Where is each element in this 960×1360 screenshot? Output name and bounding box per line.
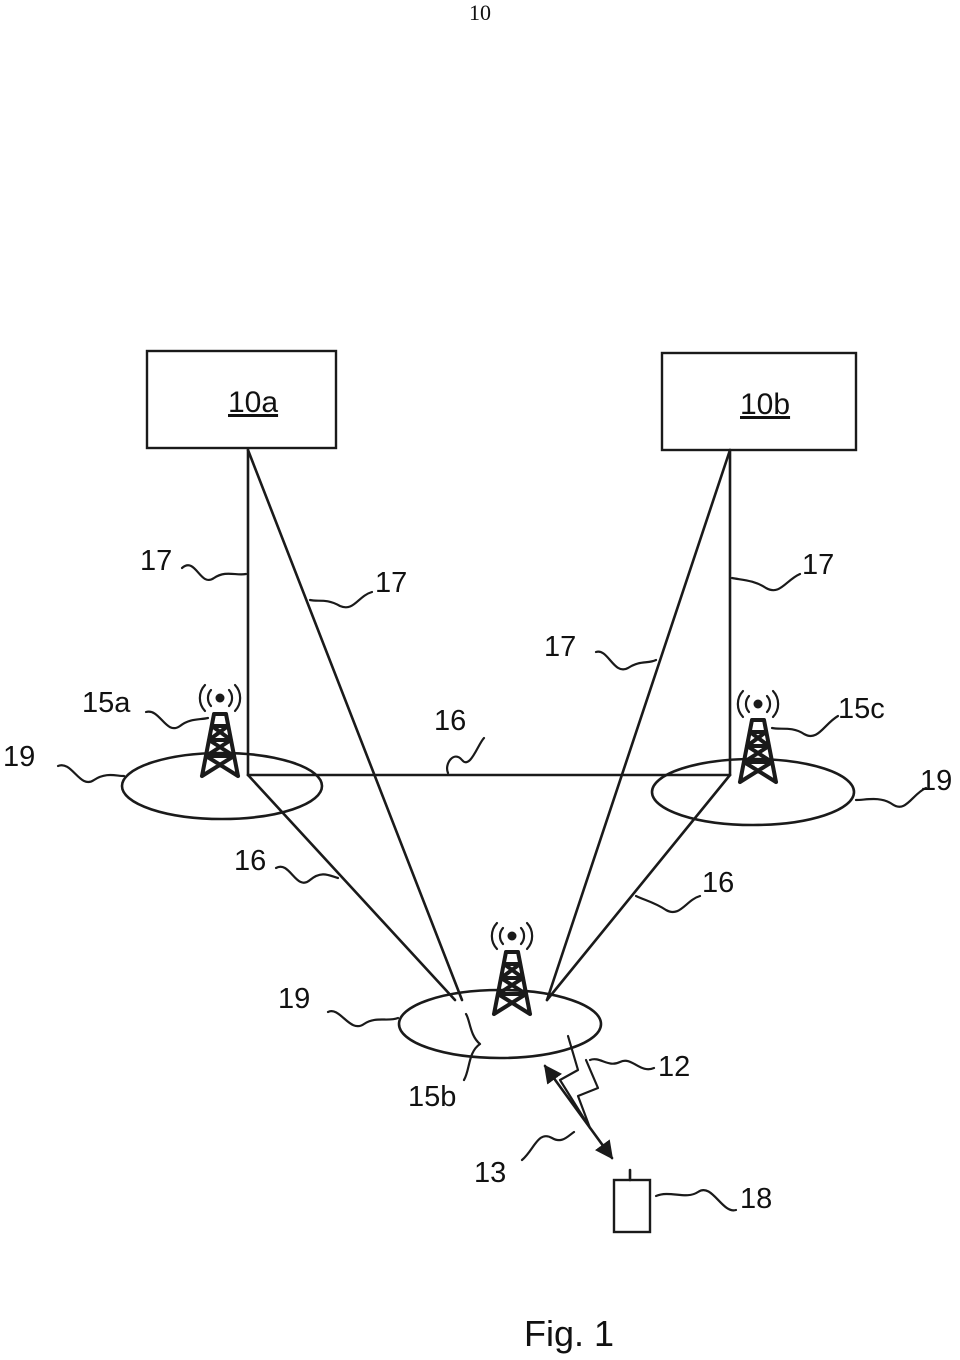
figure-caption: Fig. 1 (524, 1313, 614, 1354)
label-16-left: 16 (234, 845, 266, 877)
label-12: 12 (658, 1051, 690, 1083)
label-16-right: 16 (702, 867, 734, 899)
label-15a: 15a (82, 687, 131, 719)
link-17-right-inner (545, 448, 732, 1002)
label-17-right-inner: 17 (544, 631, 576, 663)
label-19-right: 19 (920, 765, 952, 797)
label-19-bottom: 19 (278, 983, 310, 1015)
node-box-b-label: 10b (740, 388, 790, 421)
node-box-a (145, 349, 338, 450)
label-19-left: 19 (3, 741, 35, 773)
radio-link-arrow (543, 1064, 614, 1160)
node-box-b (660, 351, 858, 452)
node-box-a-label: 10a (228, 386, 278, 419)
label-16-top: 16 (434, 705, 466, 737)
radio-lightning-icon (558, 1034, 600, 1130)
label-17-right-outer: 17 (802, 549, 834, 581)
link-17-left-inner (246, 448, 464, 1002)
label-15c: 15c (838, 693, 885, 725)
label-18: 18 (740, 1183, 772, 1215)
label-17-left-outer: 17 (140, 545, 172, 577)
label-13: 13 (474, 1157, 506, 1189)
page-number: 10 (469, 0, 491, 25)
link-16-right (545, 773, 732, 1002)
mobile-device-icon (612, 1178, 652, 1234)
link-16-left (246, 773, 457, 1002)
label-17-left-inner: 17 (375, 567, 407, 599)
label-15b: 15b (408, 1081, 456, 1113)
